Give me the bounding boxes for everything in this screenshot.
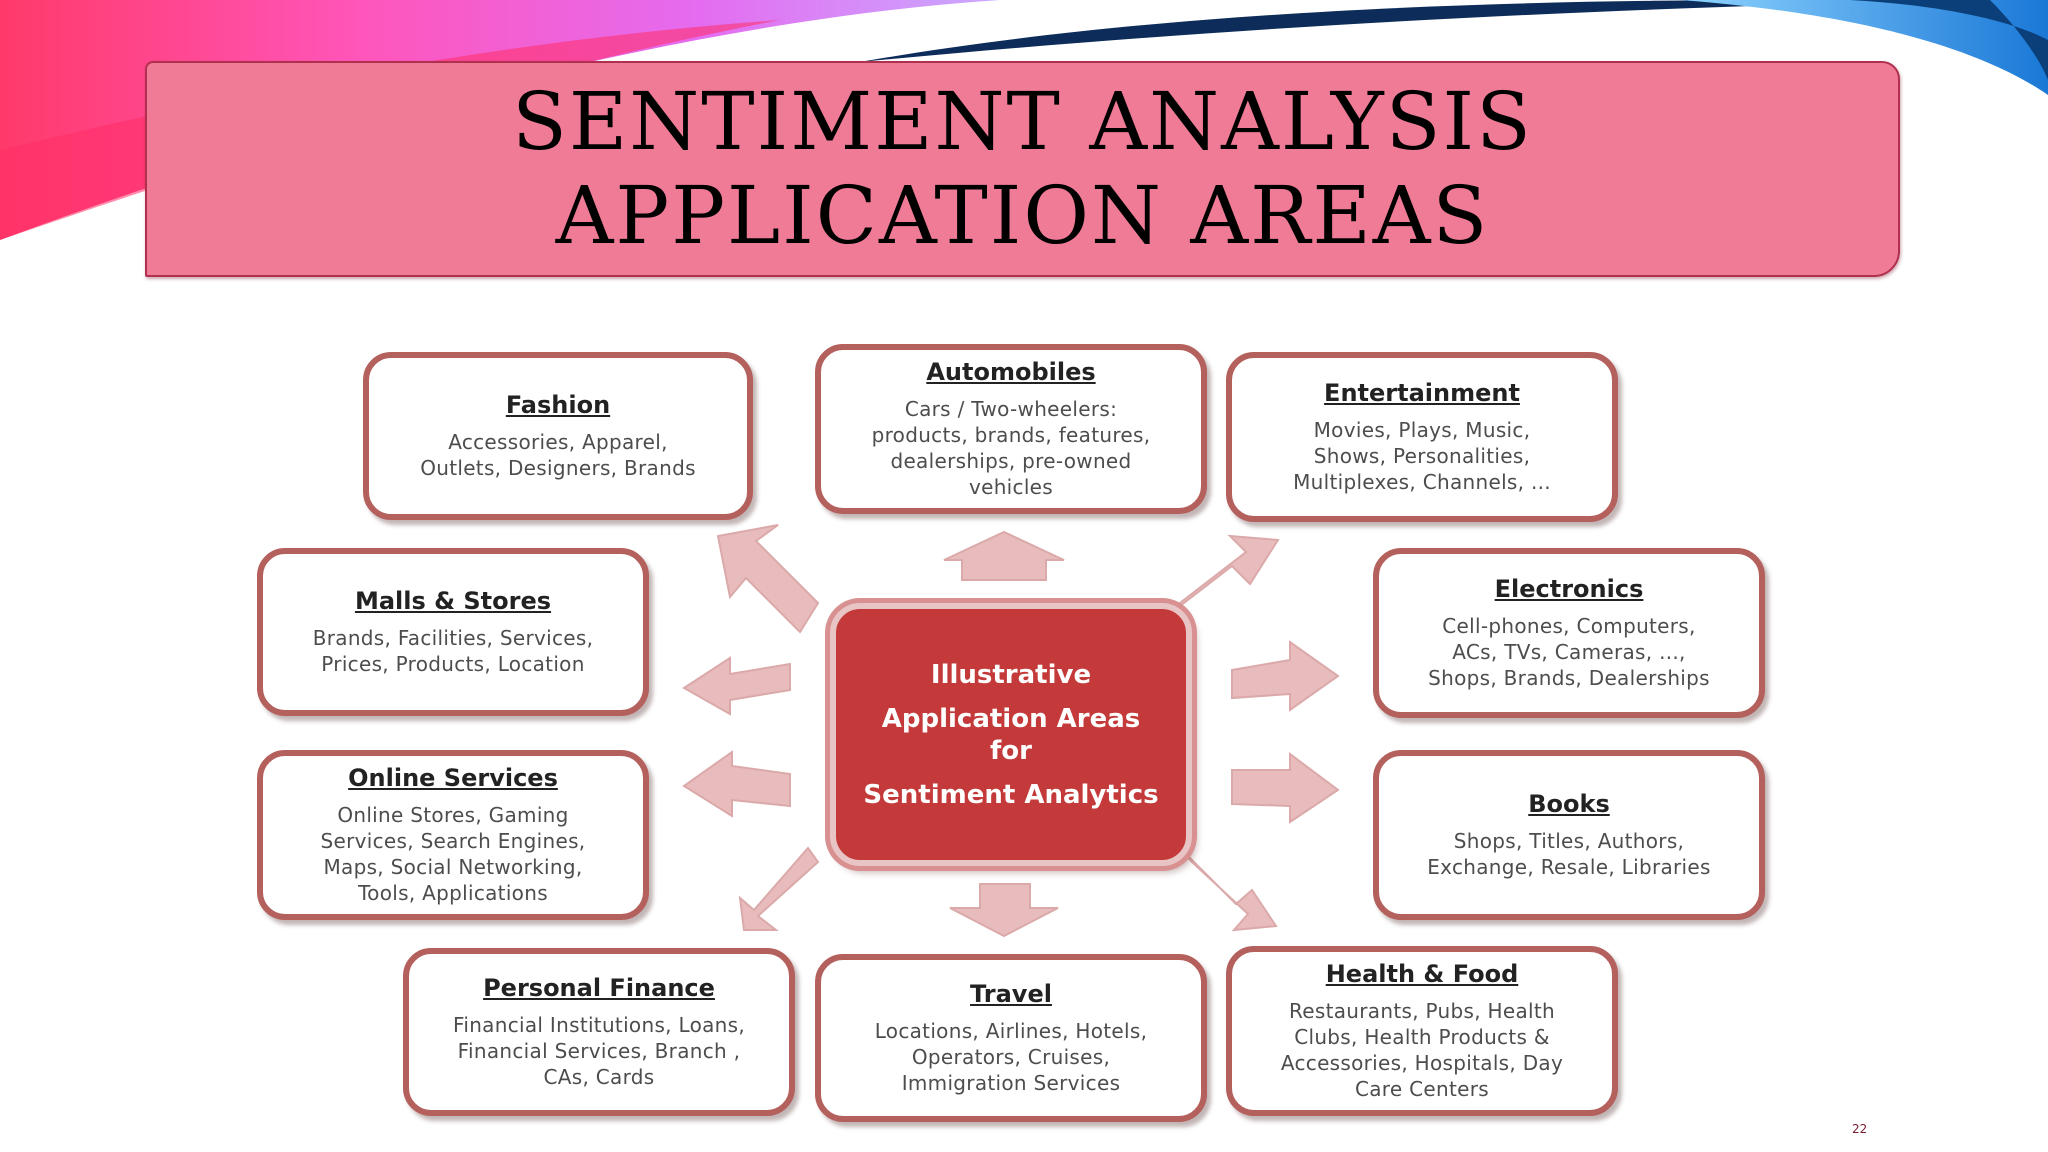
card-line: CAs, Cards [543, 1065, 655, 1089]
area-card-fashion: Fashion Accessories, Apparel, Outlets, D… [363, 352, 753, 520]
card-line: Brands, Facilities, Services, [312, 626, 594, 650]
card-line: Outlets, Designers, Brands [420, 456, 696, 480]
card-line: Prices, Products, Location [321, 652, 585, 676]
card-body: Brands, Facilities, Services, Prices, Pr… [313, 625, 594, 677]
card-title: Health & Food [1325, 960, 1519, 988]
card-body: Locations, Airlines, Hotels, Operators, … [875, 1018, 1148, 1096]
card-line: Restaurants, Pubs, Health [1288, 999, 1555, 1023]
card-body: Cell-phones, Computers, ACs, TVs, Camera… [1428, 613, 1710, 691]
center-line-1: Illustrative [930, 659, 1092, 690]
area-card-health-food: Health & Food Restaurants, Pubs, Health … [1226, 946, 1618, 1116]
card-line: Multiplexes, Channels, ... [1293, 470, 1551, 494]
area-card-personal-finance: Personal Finance Financial Institutions,… [403, 948, 795, 1116]
card-title: Online Services [348, 764, 558, 792]
slide-title: SENTIMENT ANALYSIS APPLICATION AREAS [512, 75, 1533, 262]
arrow-left-upper [682, 656, 791, 716]
card-title: Malls & Stores [354, 587, 552, 615]
card-line: dealerships, pre-owned [890, 449, 1132, 473]
area-card-electronics: Electronics Cell-phones, Computers, ACs,… [1373, 548, 1765, 718]
card-line: Shops, Titles, Authors, [1453, 829, 1685, 853]
card-line: Accessories, Hospitals, Day [1280, 1051, 1564, 1075]
card-title: Automobiles [926, 358, 1096, 386]
card-line: vehicles [968, 475, 1054, 499]
arrow-left-lower [682, 750, 791, 818]
card-line: Cell-phones, Computers, [1442, 614, 1696, 638]
center-line-3: for [990, 735, 1032, 766]
arrow-right-upper [1231, 640, 1340, 712]
arrow-right-lower [1231, 752, 1340, 824]
card-line: Cars / Two-wheelers: [904, 397, 1118, 421]
card-line: Movies, Plays, Music, [1313, 418, 1531, 442]
card-line: Financial Services, Branch , [457, 1039, 741, 1063]
arrow-up-right [1161, 534, 1280, 621]
card-line: Exchange, Resale, Libraries [1427, 855, 1711, 879]
arrow-up [943, 530, 1065, 581]
card-line: Tools, Applications [358, 881, 548, 905]
card-body: Movies, Plays, Music, Shows, Personaliti… [1293, 417, 1551, 495]
card-line: Services, Search Engines, [320, 829, 586, 853]
card-line: Shows, Personalities, [1313, 444, 1531, 468]
center-node: Illustrative Application Areas for Senti… [830, 603, 1192, 866]
card-body: Accessories, Apparel, Outlets, Designers… [420, 429, 696, 481]
area-card-books: Books Shops, Titles, Authors, Exchange, … [1373, 750, 1765, 920]
card-body: Cars / Two-wheelers: products, brands, f… [872, 396, 1151, 500]
area-card-online-services: Online Services Online Stores, Gaming Se… [257, 750, 649, 920]
center-line-2: Application Areas [881, 703, 1141, 734]
card-title: Books [1528, 790, 1610, 818]
area-card-automobiles: Automobiles Cars / Two-wheelers: product… [815, 344, 1207, 514]
area-card-malls-stores: Malls & Stores Brands, Facilities, Servi… [257, 548, 649, 716]
card-body: Financial Institutions, Loans, Financial… [453, 1012, 745, 1090]
card-line: ACs, TVs, Cameras, ..., [1452, 640, 1686, 664]
page-number: 22 [1852, 1122, 1868, 1136]
card-line: Shops, Brands, Dealerships [1428, 666, 1710, 690]
area-card-travel: Travel Locations, Airlines, Hotels, Oper… [815, 954, 1207, 1122]
card-title: Fashion [505, 391, 611, 419]
card-line: Financial Institutions, Loans, [452, 1013, 746, 1037]
card-line: Locations, Airlines, Hotels, [874, 1019, 1148, 1043]
card-body: Online Stores, Gaming Services, Search E… [321, 802, 586, 906]
title-banner: SENTIMENT ANALYSIS APPLICATION AREAS [145, 61, 1900, 277]
card-line: Care Centers [1354, 1077, 1489, 1101]
card-line: Accessories, Apparel, [448, 430, 668, 454]
card-body: Shops, Titles, Authors, Exchange, Resale… [1427, 828, 1710, 880]
card-title: Travel [970, 980, 1052, 1008]
card-line: Operators, Cruises, [911, 1045, 1111, 1069]
card-body: Restaurants, Pubs, Health Clubs, Health … [1281, 998, 1563, 1102]
card-title: Personal Finance [483, 974, 715, 1002]
arrow-up-left [716, 524, 820, 634]
card-line: Online Stores, Gaming [337, 803, 569, 827]
arrow-down-right [1179, 847, 1278, 932]
arrow-down-left [738, 846, 820, 931]
card-line: Immigration Services [901, 1071, 1121, 1095]
card-line: products, brands, features, [871, 423, 1151, 447]
card-title: Electronics [1494, 575, 1644, 603]
area-card-entertainment: Entertainment Movies, Plays, Music, Show… [1226, 352, 1618, 522]
card-line: Clubs, Health Products & [1294, 1025, 1550, 1049]
arrow-down [949, 883, 1059, 938]
center-line-4: Sentiment Analytics [863, 779, 1159, 810]
card-line: Maps, Social Networking, [323, 855, 583, 879]
card-title: Entertainment [1324, 379, 1520, 407]
